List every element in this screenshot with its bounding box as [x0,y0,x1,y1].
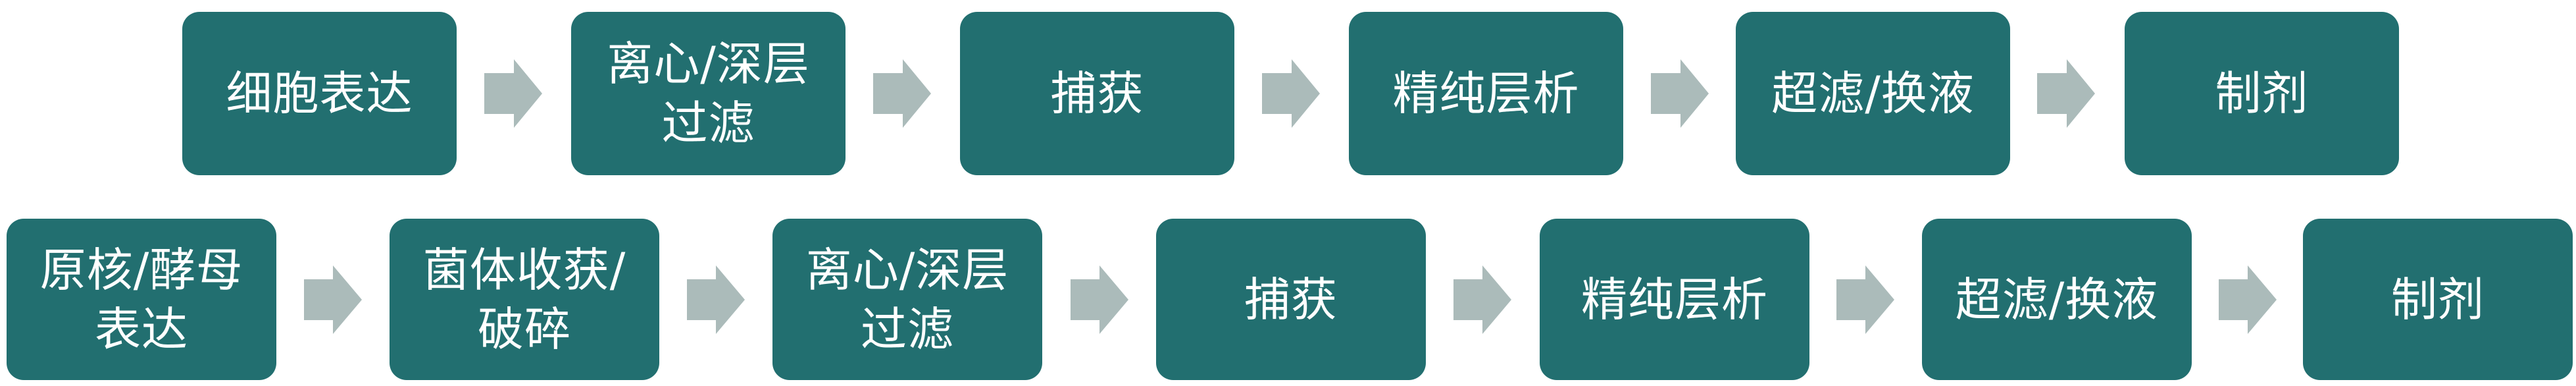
step-polishing-chromatography: 精纯层析 [1349,12,1623,175]
step-label: 精纯层析 [1392,67,1580,121]
step-centrifuge-depth-filtration: 离心/深层 过滤 [571,12,846,175]
step-label: 超滤/换液 [1955,272,2159,327]
step-prokaryote-yeast-expression: 原核/酵母 表达 [7,219,276,380]
step-label: 捕获 [1050,67,1144,121]
step-label: 精纯层析 [1581,272,1768,327]
right-arrow-icon [1453,265,1511,334]
step-cell-expression: 细胞表达 [182,12,457,175]
step-label: 离心/深层 [607,37,810,91]
right-arrow-icon [1651,59,1709,128]
right-arrow-icon [484,59,542,128]
right-arrow-icon [1836,265,1894,334]
right-arrow-icon [2037,59,2095,128]
flow-row-prokaryote-yeast: 原核/酵母 表达 菌体收获/ 破碎 离心/深层 过滤 捕获 精纯层析 超滤/换液… [0,219,2576,380]
step-capture: 捕获 [1156,219,1426,380]
step-ultrafiltration-buffer-exchange: 超滤/换液 [1922,219,2192,380]
flow-row-cell-expression: 细胞表达 离心/深层 过滤 捕获 精纯层析 超滤/换液 制剂 [0,12,2576,175]
step-label: 离心/深层 [805,242,1009,297]
step-label: 捕获 [1244,272,1338,327]
step-label: 表达 [95,302,188,356]
step-ultrafiltration-buffer-exchange: 超滤/换液 [1736,12,2010,175]
right-arrow-icon [687,265,745,334]
step-label: 破碎 [478,302,571,356]
right-arrow-icon [1071,265,1128,334]
step-label: 过滤 [861,302,954,356]
right-arrow-icon [304,265,362,334]
step-polishing-chromatography: 精纯层析 [1540,219,1809,380]
step-label: 过滤 [661,96,755,150]
step-centrifuge-depth-filtration: 离心/深层 过滤 [772,219,1042,380]
step-label: 超滤/换液 [1771,67,1975,121]
step-label: 制剂 [2215,67,2309,121]
step-label: 原核/酵母 [39,242,243,297]
step-label: 制剂 [2391,272,2485,327]
step-label: 细胞表达 [226,67,413,121]
step-cell-harvest-lysis: 菌体收获/ 破碎 [390,219,659,380]
right-arrow-icon [2219,265,2277,334]
step-capture: 捕获 [960,12,1234,175]
step-formulation: 制剂 [2125,12,2399,175]
step-formulation: 制剂 [2303,219,2573,380]
right-arrow-icon [873,59,931,128]
step-label: 菌体收获/ [422,242,626,297]
right-arrow-icon [1262,59,1320,128]
